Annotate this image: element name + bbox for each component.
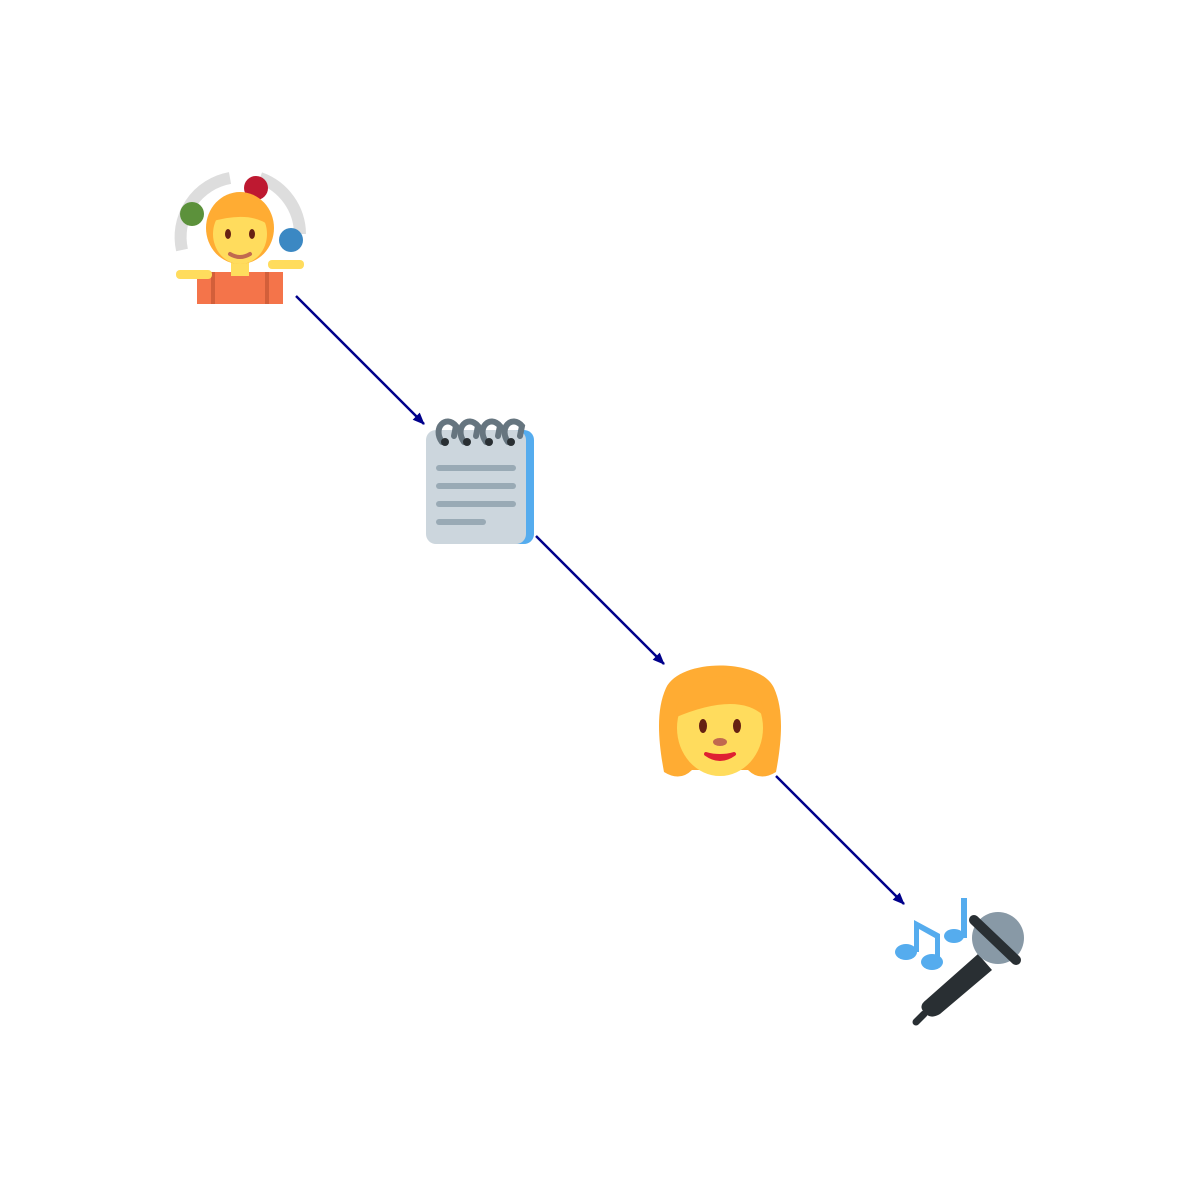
edge-juggler-to-notepad	[295, 295, 425, 425]
microphone-music-notes-icon	[895, 898, 1024, 1026]
woman-icon	[659, 665, 781, 777]
spiral-notepad-icon	[426, 418, 534, 544]
edge-woman-to-singer	[775, 775, 905, 905]
person-juggling-icon	[174, 172, 306, 304]
edge-notepad-to-woman	[535, 535, 665, 665]
edges	[295, 295, 905, 905]
